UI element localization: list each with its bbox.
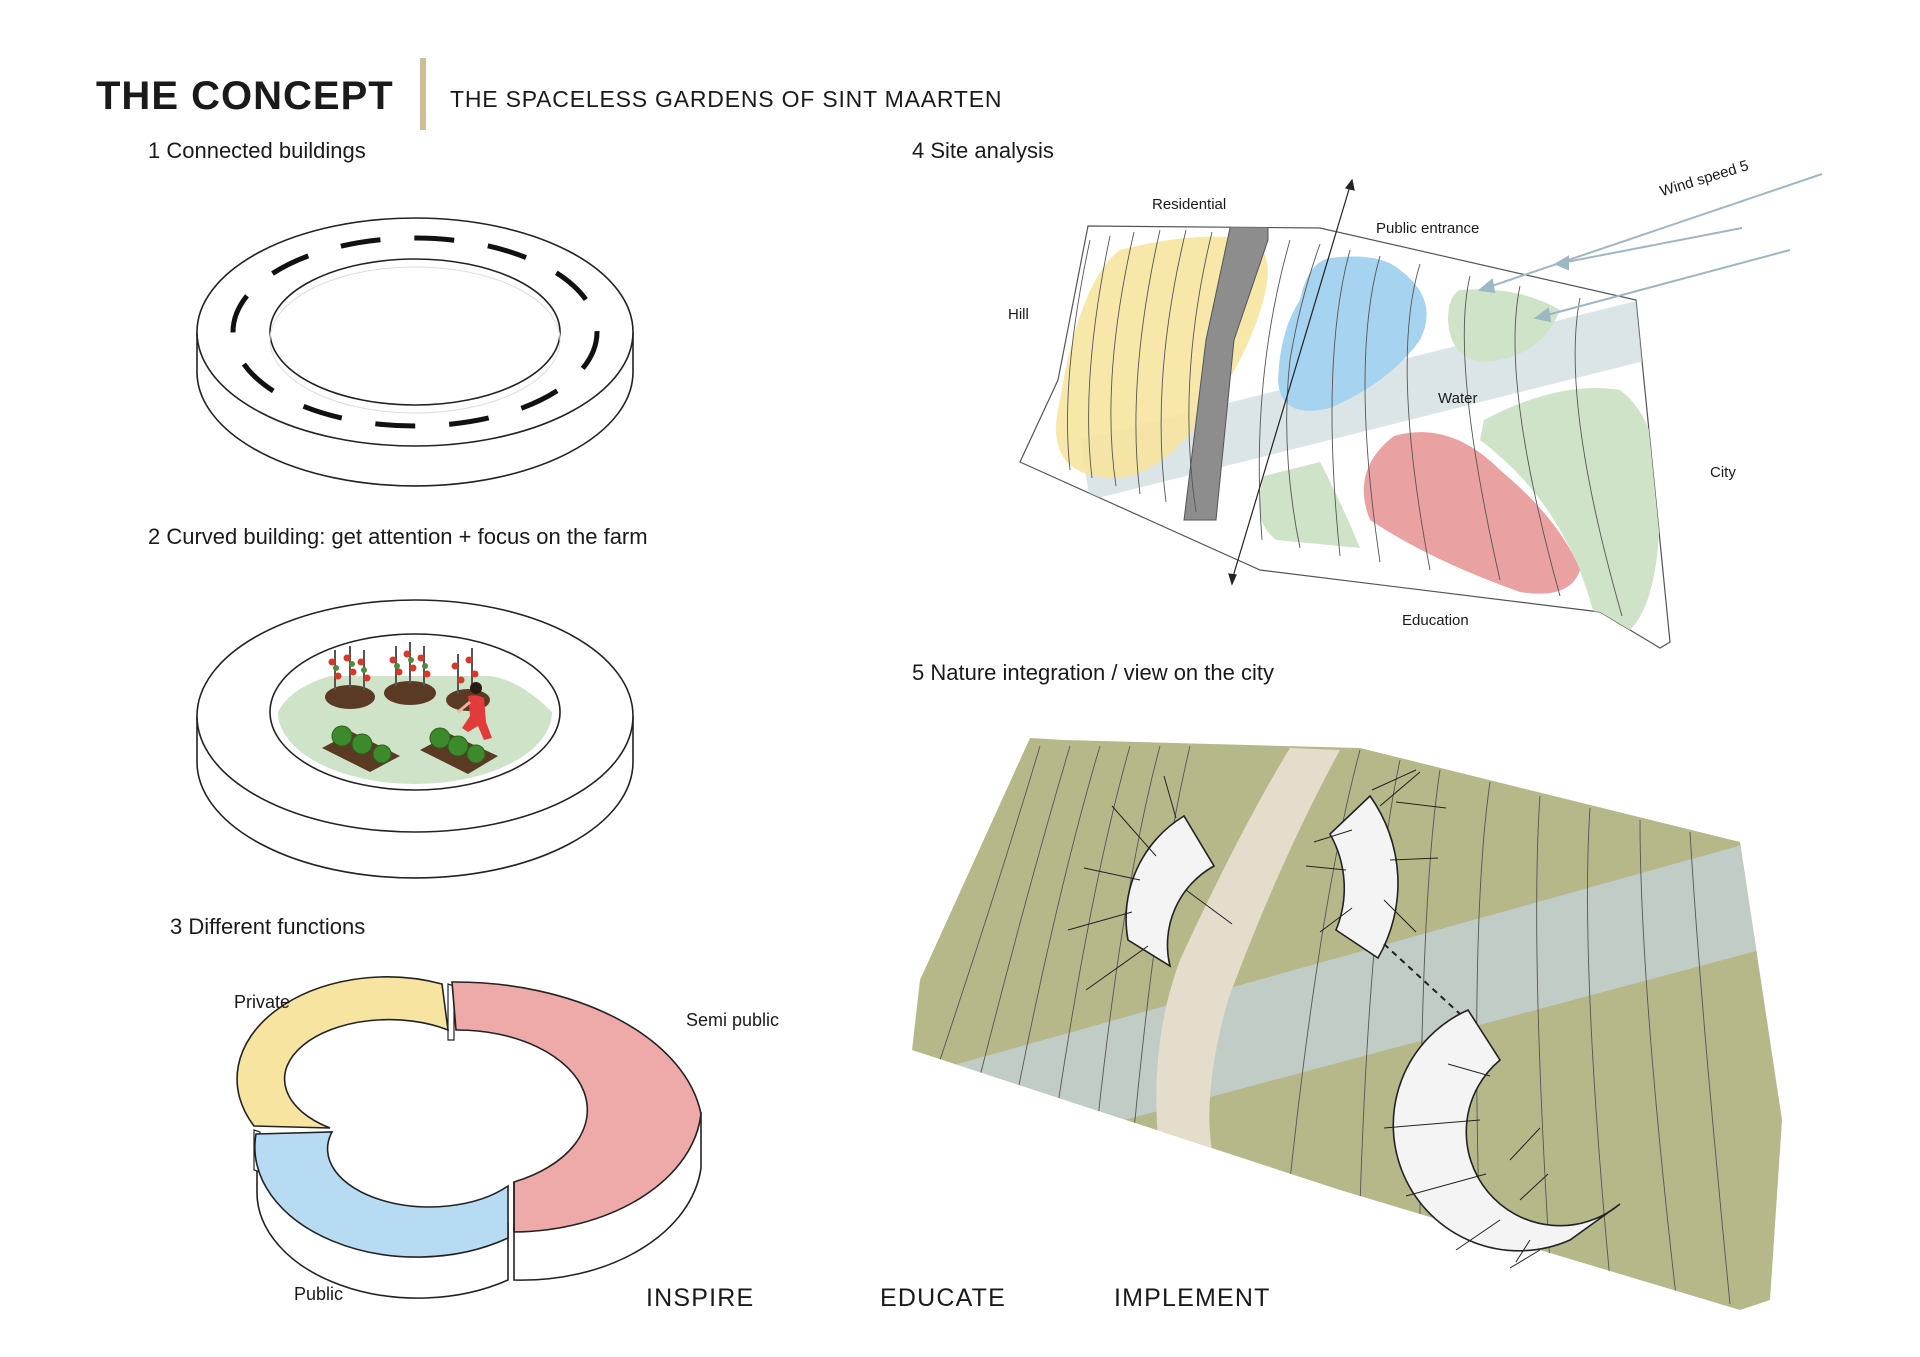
- motto-implement: IMPLEMENT: [1114, 1284, 1271, 1312]
- page-subtitle: THE SPACELESS GARDENS OF SINT MAARTEN: [450, 86, 1003, 112]
- title-divider: [420, 58, 426, 130]
- view-lines: [1067, 769, 1549, 1269]
- label-semi-public: Semi public: [686, 1010, 780, 1030]
- label-residential: Residential: [1152, 196, 1227, 213]
- nature-integration-terrain: [912, 738, 1782, 1310]
- label-hill: Hill: [1008, 306, 1029, 323]
- section-4-heading: 4 Site analysis: [912, 138, 1054, 163]
- curved-building-east: [1392, 1008, 1621, 1252]
- farm-planter-beds: [322, 642, 498, 774]
- page-title: THE CONCEPT: [96, 74, 394, 118]
- gardener-figure-icon: [457, 682, 492, 740]
- section-3-heading: 3 Different functions: [170, 914, 366, 939]
- curved-building-middle: [1328, 794, 1399, 960]
- connected-buildings-ring: [196, 217, 634, 487]
- label-water: Water: [1438, 390, 1478, 407]
- site-analysis-map: [1019, 173, 1823, 649]
- tomato-bed-1-icon: [325, 646, 375, 709]
- curved-building-west: [1125, 814, 1216, 968]
- label-public-entrance: Public entrance: [1376, 220, 1480, 237]
- cabbage-bed-1-icon: [322, 725, 400, 772]
- motto-inspire: INSPIRE: [646, 1284, 755, 1312]
- section-2-heading: 2 Curved building: get attention + focus…: [148, 524, 648, 549]
- label-public: Public: [294, 1284, 344, 1304]
- label-private: Private: [234, 992, 291, 1012]
- section-5-heading: 5 Nature integration / view on the city: [912, 660, 1274, 685]
- motto-educate: EDUCATE: [880, 1284, 1007, 1312]
- cabbage-bed-2-icon: [420, 727, 498, 774]
- label-city: City: [1710, 464, 1736, 481]
- functions-ring: [236, 976, 702, 1299]
- section-1-heading: 1 Connected buildings: [148, 138, 366, 163]
- wind-arrows: [1477, 173, 1823, 323]
- label-education: Education: [1402, 612, 1469, 629]
- curved-building-farm: [196, 599, 634, 879]
- tomato-bed-2-icon: [384, 642, 436, 705]
